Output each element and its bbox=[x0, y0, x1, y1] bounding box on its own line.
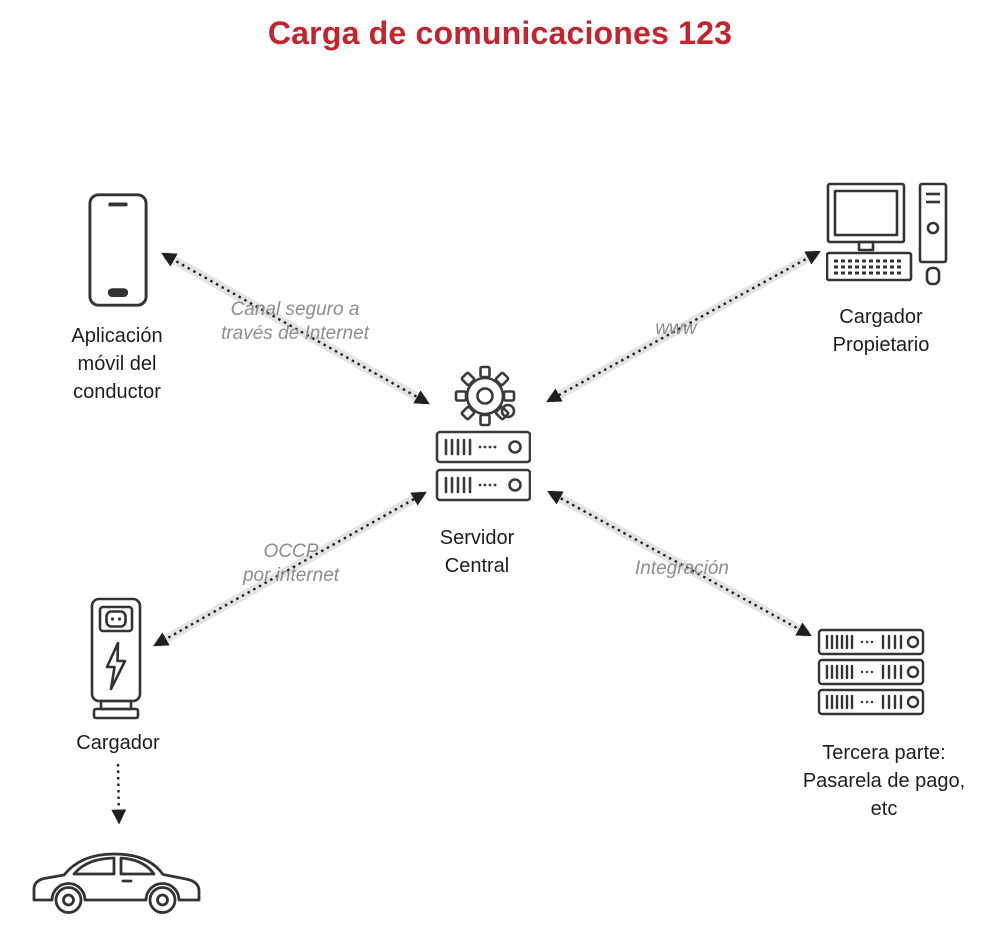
server-rack-icon bbox=[817, 628, 925, 716]
node-charger bbox=[84, 597, 148, 721]
node-third-party bbox=[817, 628, 925, 718]
diagram-title: Carga de comunicaciones 123 bbox=[267, 15, 733, 51]
edge-thirdparty-server bbox=[547, 489, 812, 638]
charging-station-icon bbox=[90, 597, 142, 720]
edge-label-occp: OCCP por internet bbox=[242, 541, 340, 586]
wheel bbox=[148, 886, 177, 914]
desktop-computer-icon bbox=[826, 182, 948, 286]
smartphone-icon bbox=[88, 193, 148, 307]
charger-label: Cargador bbox=[76, 732, 160, 754]
node-car bbox=[26, 831, 208, 917]
node-central-server bbox=[435, 362, 531, 505]
server-unit bbox=[435, 468, 531, 502]
node-mobile-app bbox=[87, 192, 149, 308]
central-server-label: Servidor Central bbox=[439, 527, 515, 577]
edge-mobile-server bbox=[161, 251, 430, 406]
edge-charger-car bbox=[111, 763, 127, 825]
edge-label-secure-channel: Canal seguro a través de Internet bbox=[221, 299, 369, 344]
server-unit bbox=[435, 430, 531, 464]
proprietary-charger-label: Cargador Propietario bbox=[832, 306, 930, 356]
node-proprietary-charger bbox=[826, 182, 948, 286]
rack-unit bbox=[817, 688, 925, 716]
rack-unit bbox=[817, 658, 925, 686]
wheel bbox=[54, 886, 83, 914]
server-gear-icon bbox=[435, 365, 531, 502]
edge-label-integration: Integración bbox=[634, 558, 729, 579]
edge-charger-server bbox=[153, 490, 427, 648]
mobile-app-label: Aplicación móvil del conductor bbox=[71, 325, 163, 403]
edge-proprietary-server bbox=[546, 249, 821, 404]
gear-icon bbox=[454, 365, 516, 427]
third-party-label: Tercera parte: Pasarela de pago, etc bbox=[802, 742, 966, 820]
edge-label-www: www bbox=[655, 318, 697, 339]
lightning-bolt-icon bbox=[105, 641, 127, 691]
car-icon bbox=[32, 852, 201, 914]
rack-unit bbox=[817, 628, 925, 656]
